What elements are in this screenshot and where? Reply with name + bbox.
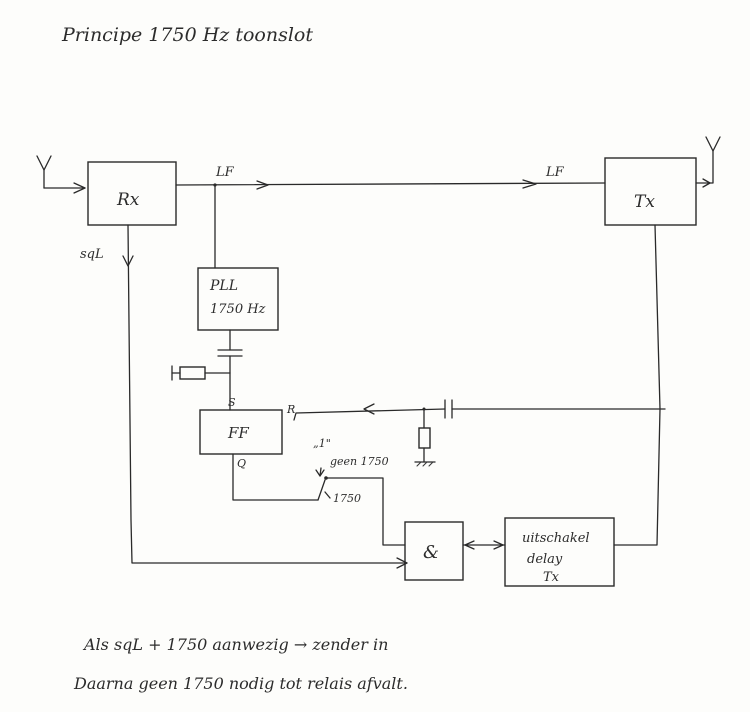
pll-label-line1: PLL <box>209 278 238 294</box>
pll-label-line2: 1750 Hz <box>210 302 266 317</box>
rx-label: Rx <box>116 190 140 210</box>
note-line-1: Als sqL + 1750 aanwezig → zender in <box>82 635 388 654</box>
ff-set-label: S <box>228 396 236 409</box>
sql-label: sqL <box>80 247 104 262</box>
ff-reset-label: R <box>286 403 295 416</box>
capacitor-pll-icon <box>217 329 243 411</box>
lf-line <box>175 182 606 186</box>
delay-label-line3: Tx <box>543 570 560 585</box>
tx-right-line <box>613 224 661 546</box>
delay-label-line1: uitschakel <box>522 531 590 546</box>
delay-block <box>504 517 615 587</box>
sql-line <box>127 224 408 564</box>
ff-label: FF <box>227 424 249 442</box>
note-line-2: Daarna geen 1750 nodig tot relais afvalt… <box>73 674 408 693</box>
tx-block <box>604 157 697 226</box>
resistor-pll-icon <box>171 365 231 381</box>
delay-label-line2: delay <box>527 552 563 567</box>
ff-block <box>199 409 283 455</box>
ff-q-label: Q <box>237 457 246 470</box>
lf-label-rx: LF <box>215 165 235 180</box>
antenna-tx-icon <box>695 136 721 188</box>
switch-1750-label: 1750 <box>333 492 361 505</box>
resistor-reset-icon <box>414 408 436 467</box>
switch-icon <box>315 467 406 546</box>
and-gate-label: & <box>423 542 439 563</box>
pll-block <box>197 267 279 331</box>
lf-label-tx: LF <box>545 165 565 180</box>
antenna-rx-icon <box>36 155 86 194</box>
q-line <box>232 453 319 501</box>
tx-label: Tx <box>634 192 655 212</box>
diagram-title: Principe 1750 Hz toonslot <box>61 24 313 46</box>
capacitor-reset-icon <box>444 399 453 419</box>
switch-geen-label: geen 1750 <box>330 455 389 468</box>
and-gate-block <box>404 521 464 581</box>
rx-block <box>87 161 177 226</box>
switch-one-label: „1" <box>313 437 331 450</box>
